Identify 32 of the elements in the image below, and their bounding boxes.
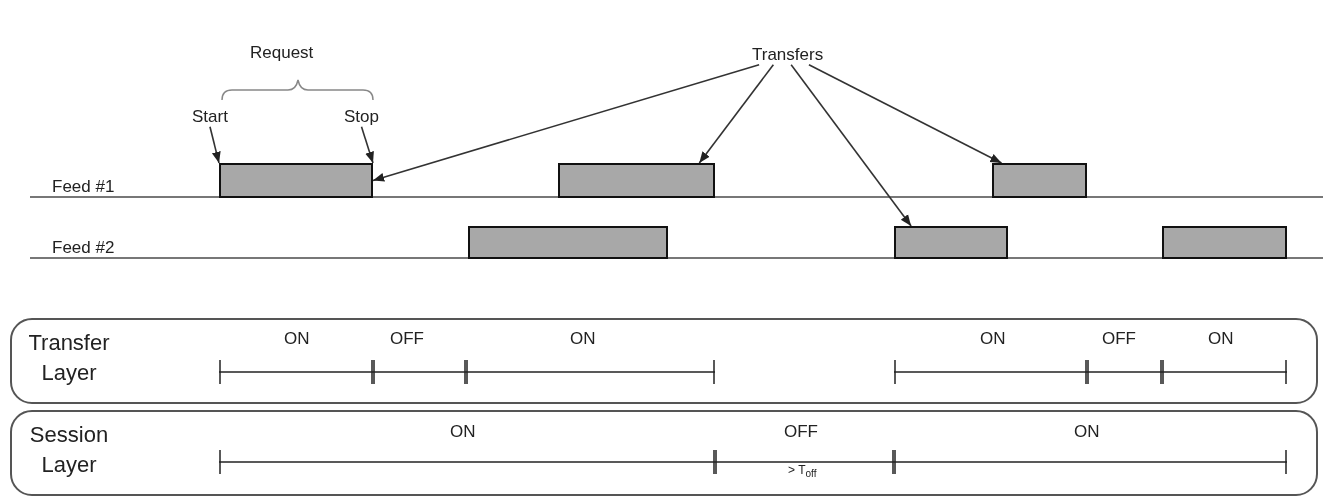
arrow [209,125,221,164]
text-label: Transfers [752,46,824,65]
interval-label: ON [980,330,1006,349]
interval-label: ON [1208,330,1234,349]
transfer-bar [558,163,715,198]
transfer-bar [219,163,373,198]
interval-label: ON [450,423,476,442]
transfer-bar [992,163,1087,198]
interval-label: > T$_{off}$ [788,464,817,480]
interval-label: OFF [784,423,818,442]
interval-label: OFF [390,330,424,349]
interval-label: ON [1074,423,1100,442]
text-label: Start [192,108,228,127]
arrow [790,63,912,227]
arrow [698,63,775,164]
bracket-label: Request [250,44,314,63]
arrow [360,125,374,164]
interval-label: OFF [1102,330,1136,349]
layer-band [10,318,1318,404]
transfer-bar [1162,226,1287,259]
layer-label: Session Layer [28,421,110,479]
transfer-bar [894,226,1008,259]
interval-label: ON [284,330,310,349]
arrow [808,63,1003,164]
row-label: Feed #2 [52,239,115,258]
text-label: Stop [344,108,379,127]
arrow [372,63,760,182]
layer-band [10,410,1318,496]
layer-label: Transfer Layer [27,329,111,387]
transfer-bar [468,226,668,259]
interval-label: ON [570,330,596,349]
row-label: Feed #1 [52,178,115,197]
